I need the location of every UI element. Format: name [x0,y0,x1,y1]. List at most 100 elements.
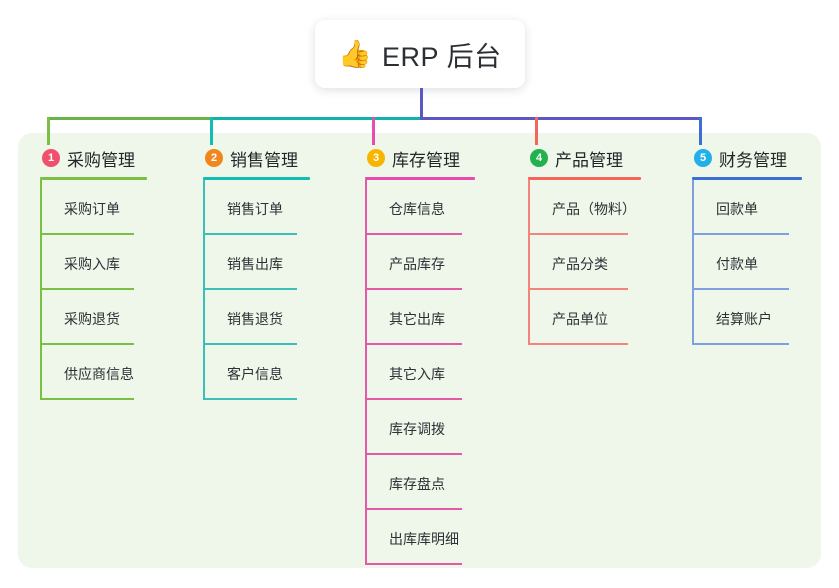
branch-column-1: 1 采购管理采购订单采购入库采购退货供应商信息 [40,145,147,400]
branch-title: 采购管理 [67,150,135,170]
branch-item[interactable]: 产品（物料） [528,180,641,235]
branch-item[interactable]: 其它出库 [365,290,475,345]
branch-item-label: 库存调拨 [389,421,445,437]
branch-item-underline [40,398,134,400]
branch-spine [528,180,530,345]
branch-item-underline [365,398,462,400]
branch-item[interactable]: 产品分类 [528,235,641,290]
branch-item-label: 产品（物料） [552,201,636,217]
branch-header-2[interactable]: 2 销售管理 [203,145,310,171]
branch-number-badge: 4 [530,149,548,167]
branch-item-label: 其它出库 [389,311,445,327]
branch-item-label: 采购入库 [64,256,120,272]
branch-item-label: 供应商信息 [64,366,134,382]
thumbs-up-icon: 👍 [338,38,373,69]
branch-item[interactable]: 付款单 [692,235,802,290]
branch-item-underline [365,563,462,565]
branch-number-badge: 3 [367,149,385,167]
branches-panel [18,133,821,568]
branch-item-list: 仓库信息产品库存其它出库其它入库库存调拨库存盘点出库库明细 [365,180,475,565]
branch-drop-line-1 [47,117,50,145]
branch-title: 财务管理 [719,150,787,170]
branch-item[interactable]: 出库库明细 [365,510,475,565]
branch-underline [528,177,641,180]
branch-item[interactable]: 结算账户 [692,290,802,345]
branch-column-2: 2 销售管理销售订单销售出库销售退货客户信息 [203,145,310,400]
branch-item[interactable]: 供应商信息 [40,345,147,400]
branch-item-label: 销售订单 [227,201,283,217]
branch-spine [40,180,42,400]
branch-item-label: 采购订单 [64,201,120,217]
branch-item-label: 库存盘点 [389,476,445,492]
branch-item[interactable]: 销售出库 [203,235,310,290]
branch-item-label: 产品分类 [552,256,608,272]
branch-drop-line-3 [372,117,375,145]
branch-item-underline [40,233,134,235]
branch-item-label: 其它入库 [389,366,445,382]
branch-item[interactable]: 产品单位 [528,290,641,345]
branch-header-5[interactable]: 5 财务管理 [692,145,802,171]
branch-drop-line-5 [699,117,702,145]
branch-header-4[interactable]: 4 产品管理 [528,145,641,171]
branch-item-underline [692,288,789,290]
branch-item[interactable]: 采购入库 [40,235,147,290]
branch-item[interactable]: 产品库存 [365,235,475,290]
branch-number-badge: 2 [205,149,223,167]
branch-underline [40,177,147,180]
branch-item-list: 销售订单销售出库销售退货客户信息 [203,180,310,400]
branch-column-4: 4 产品管理产品（物料） 产品分类产品单位 [528,145,641,345]
branch-item-underline [40,343,134,345]
branch-item[interactable]: 采购订单 [40,180,147,235]
branch-item-label: 销售出库 [227,256,283,272]
branch-underline [692,177,802,180]
branch-item-list: 产品（物料） 产品分类产品单位 [528,180,641,345]
branch-underline [203,177,310,180]
branch-item[interactable]: 采购退货 [40,290,147,345]
branch-item-label: 回款单 [716,201,758,217]
branch-spine [203,180,205,400]
branch-title: 销售管理 [230,150,298,170]
branch-item[interactable]: 回款单 [692,180,802,235]
branch-item-underline [528,343,628,345]
root-stem-line [420,88,423,120]
branch-spine [365,180,367,565]
branch-item-label: 仓库信息 [389,201,445,217]
branch-item[interactable]: 库存盘点 [365,455,475,510]
branch-header-1[interactable]: 1 采购管理 [40,145,147,171]
branch-item[interactable]: 仓库信息 [365,180,475,235]
branch-underline [365,177,475,180]
branch-item-label: 产品库存 [389,256,445,272]
branch-spine [692,180,694,345]
branch-item-list: 采购订单采购入库采购退货供应商信息 [40,180,147,400]
branch-drop-line-4 [535,117,538,145]
branch-item-label: 付款单 [716,256,758,272]
branch-item-underline [528,233,628,235]
branch-item[interactable]: 销售退货 [203,290,310,345]
root-node-content: 👍 ERP 后台 [338,35,501,74]
branch-item-list: 回款单付款单结算账户 [692,180,802,345]
branch-column-5: 5 财务管理回款单付款单结算账户 [692,145,802,345]
branch-item-label: 出库库明细 [389,531,459,547]
bus-segment-middle [210,117,423,120]
branch-item[interactable]: 销售订单 [203,180,310,235]
branch-item[interactable]: 库存调拨 [365,400,475,455]
bus-segment-left [47,117,210,120]
branch-number-badge: 5 [694,149,712,167]
root-node[interactable]: 👍 ERP 后台 [315,20,525,88]
branch-item[interactable]: 其它入库 [365,345,475,400]
branch-item-underline [203,398,297,400]
branch-item-underline [203,233,297,235]
branch-item[interactable]: 客户信息 [203,345,310,400]
branch-number-badge: 1 [42,149,60,167]
branch-item-underline [528,288,628,290]
branch-item-label: 客户信息 [227,366,283,382]
branch-item-label: 产品单位 [552,311,608,327]
branch-item-label: 结算账户 [716,311,772,327]
branch-item-underline [692,343,789,345]
branch-item-label: 采购退货 [64,311,120,327]
root-node-title: ERP 后台 [382,41,502,72]
branch-title: 产品管理 [555,150,623,170]
